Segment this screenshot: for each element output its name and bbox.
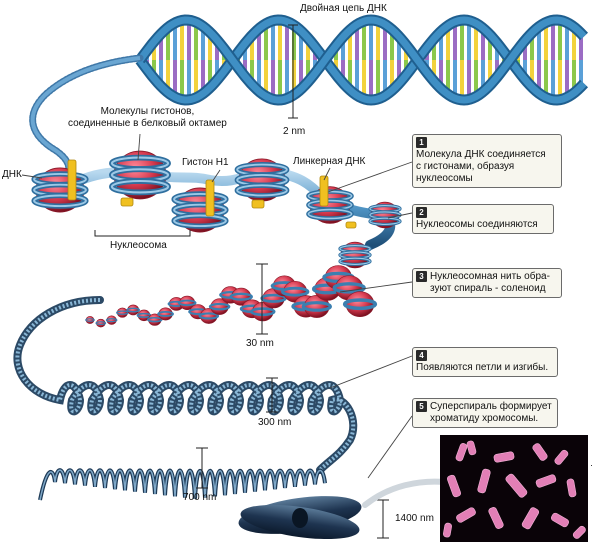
solenoid-nucleosome [229,287,253,306]
seven-hundred-nm-marker [196,447,208,489]
thirty-nm-marker [256,263,268,335]
leader-lines [21,133,413,479]
chromosome-micrograph [440,435,588,542]
looped-fiber [13,296,358,474]
step-5-text: Суперспираль формирует хроматиду хромосо… [430,401,552,424]
nucleosome [234,158,290,202]
nucleosome-label: Нуклеосома [110,240,167,251]
nucleosome [109,150,171,200]
linker-dna-label: Линкерная ДНК [293,156,366,167]
dna-double-helix [135,14,589,106]
nucleosome-row [31,150,402,269]
step-3-text: Нуклеосомная нить обра- зуют спираль - с… [430,271,550,294]
chromosome [238,496,362,540]
histone-molecules-label: Молекулы гистонов, соединенные в белковы… [68,106,227,129]
nucleosome [171,187,229,233]
two-nm-label: 2 nm [283,126,306,137]
solenoid-nucleosome [105,315,118,325]
solenoid-nucleosome [146,313,163,326]
solenoid-nucleosome [250,301,276,322]
three-hundred-nm-marker [266,377,278,413]
supercoil-fiber [38,468,327,501]
step-4-number: 4 [416,350,427,361]
photo-edge-mark: · [590,460,593,470]
dna-label: ДНК [2,169,22,180]
solenoid-nucleosome [85,316,95,324]
solenoid-nucleosome [126,304,141,316]
double-helix-label: Двойная цепь ДНК [300,3,387,14]
fourteen-hundred-nm-marker [377,499,389,539]
nucleosome [31,167,89,213]
two-nm-marker [288,24,298,119]
solenoid-nucleosome [208,298,231,315]
chromosome-photo-arrow [362,478,448,508]
solenoid-fiber [85,265,378,328]
step-3-number: 3 [416,271,427,282]
step-2-number: 2 [416,207,427,218]
histone-h1-label: Гистон Н1 [182,157,229,168]
histone-h1-clamps [67,159,357,229]
solenoid-nucleosome [116,307,129,318]
solenoid-nucleosome [177,295,197,311]
step-1-number: 1 [416,137,427,148]
solenoid-nucleosome [157,307,174,321]
step-1-box: 1Молекула ДНК соединяется с гистонами, о… [412,134,562,188]
three-hundred-nm-label: 300 nm [258,417,292,428]
nucleosome [368,201,402,229]
thirty-nm-label: 30 nm [246,338,274,349]
step-2-box: 2Нуклеосомы соединяются [412,204,554,234]
step-4-box: 4Появляются петли и изгибы. [412,347,558,377]
nucleosome-bracket [94,230,191,237]
solenoid-nucleosome [342,291,378,318]
step-5-number: 5 [416,401,427,412]
fourteen-hundred-nm-label: 1400 nm [395,513,434,524]
step-2-text: Нуклеосомы соединяются [416,219,538,230]
step-1-text: Молекула ДНК соединяется с гистонами, об… [416,149,546,184]
seven-hundred-nm-label: 700 nm [183,492,217,503]
nucleosome [306,186,354,224]
solenoid-nucleosome [95,318,107,328]
nucleosome [338,241,372,269]
step-4-text: Появляются петли и изгибы. [416,362,549,373]
